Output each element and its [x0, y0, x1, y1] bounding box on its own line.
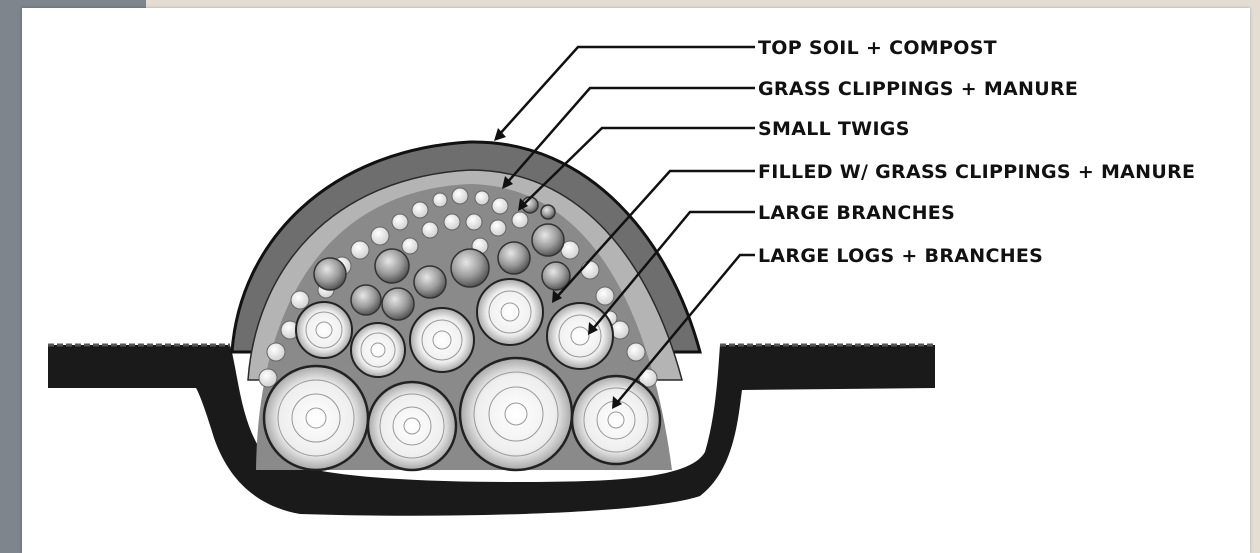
label-grass-clippings-manure: GRASS CLIPPINGS + MANURE: [758, 78, 1078, 100]
leader-topsoil: [498, 47, 755, 136]
label-large-branches: LARGE BRANCHES: [758, 202, 955, 224]
labels-group: TOP SOIL + COMPOST GRASS CLIPPINGS + MAN…: [758, 37, 1195, 267]
label-filled-grass-clippings-manure: FILLED W/ GRASS CLIPPINGS + MANURE: [758, 161, 1195, 183]
label-small-twigs: SMALL TWIGS: [758, 118, 910, 140]
label-top-soil-compost: TOP SOIL + COMPOST: [758, 37, 997, 59]
label-large-logs-branches: LARGE LOGS + BRANCHES: [758, 245, 1043, 267]
